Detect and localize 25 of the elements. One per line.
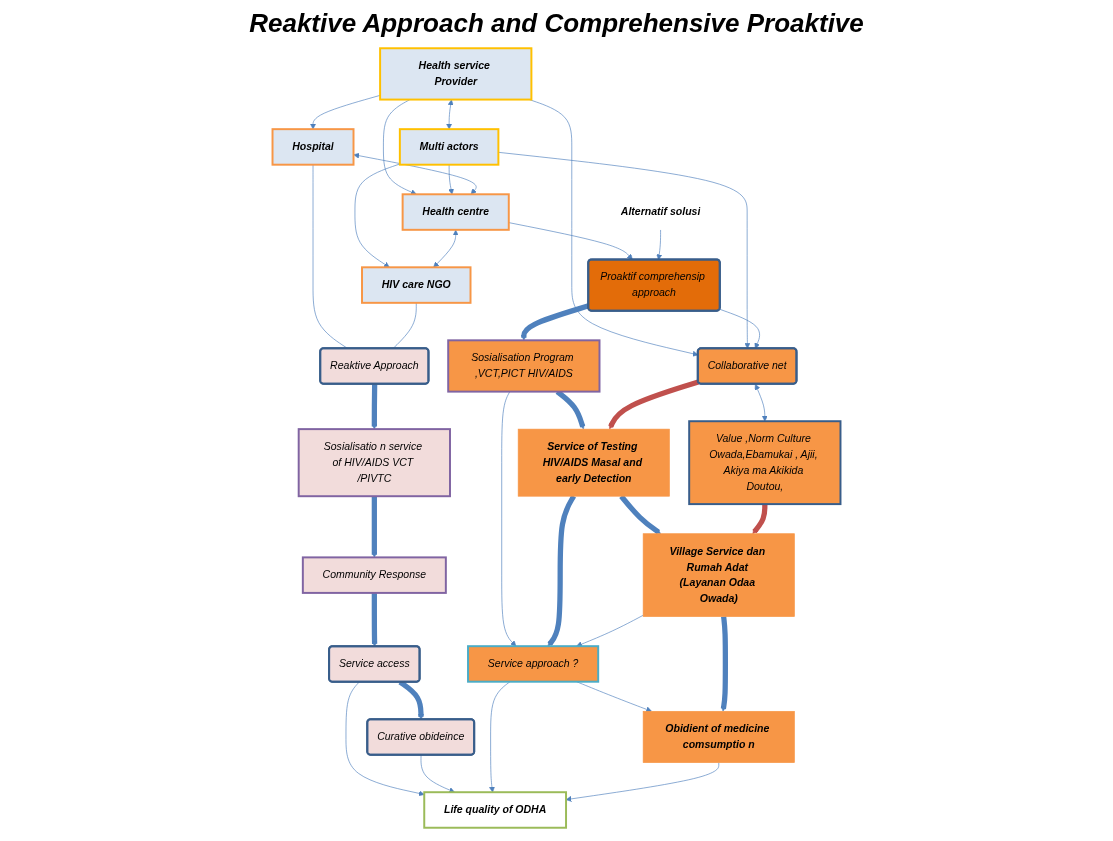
node-box: Hospital [271, 128, 355, 166]
diagram-title: Reaktive Approach and Comprehensive Proaktive [248, 8, 865, 39]
arrow [520, 303, 590, 341]
node-box: Village Service dan Rumah Adat (Layanan Odaa Owada) [642, 533, 795, 617]
node-text: Alternatif solusi [620, 206, 701, 218]
arrow [608, 379, 700, 430]
node-box: Obidient of medicine comsumptio n [642, 710, 795, 763]
node-box: Service approach ? [467, 645, 600, 683]
node-box: Sosialisatio n service of HIV/AIDS VCT /PIVTC [297, 428, 451, 498]
connector [392, 302, 417, 349]
node-box: Sosialisation Program ,VCT,PICT HIV/AIDS [447, 339, 601, 393]
node-box: Value ,Norm Culture Owada,Ebamukai , Ajii, Akiya ma Akikida Doutou, [688, 420, 842, 506]
node-box: Life quality of ODHA [423, 791, 568, 829]
node-box: Health service Provider [379, 47, 533, 101]
node-box: Multi actors [398, 128, 500, 166]
arrow [371, 496, 378, 558]
arrow [752, 503, 768, 534]
arrow [371, 384, 378, 430]
arrow [720, 616, 728, 712]
node-box: Community Response [301, 556, 447, 594]
arrow [371, 592, 378, 647]
node-box: Service of Testing HIV/AIDS Masal and early Detection [517, 428, 670, 497]
node-box: Health centre [401, 193, 510, 231]
connector [312, 164, 349, 349]
node-box: HIV care NGO [361, 266, 472, 304]
